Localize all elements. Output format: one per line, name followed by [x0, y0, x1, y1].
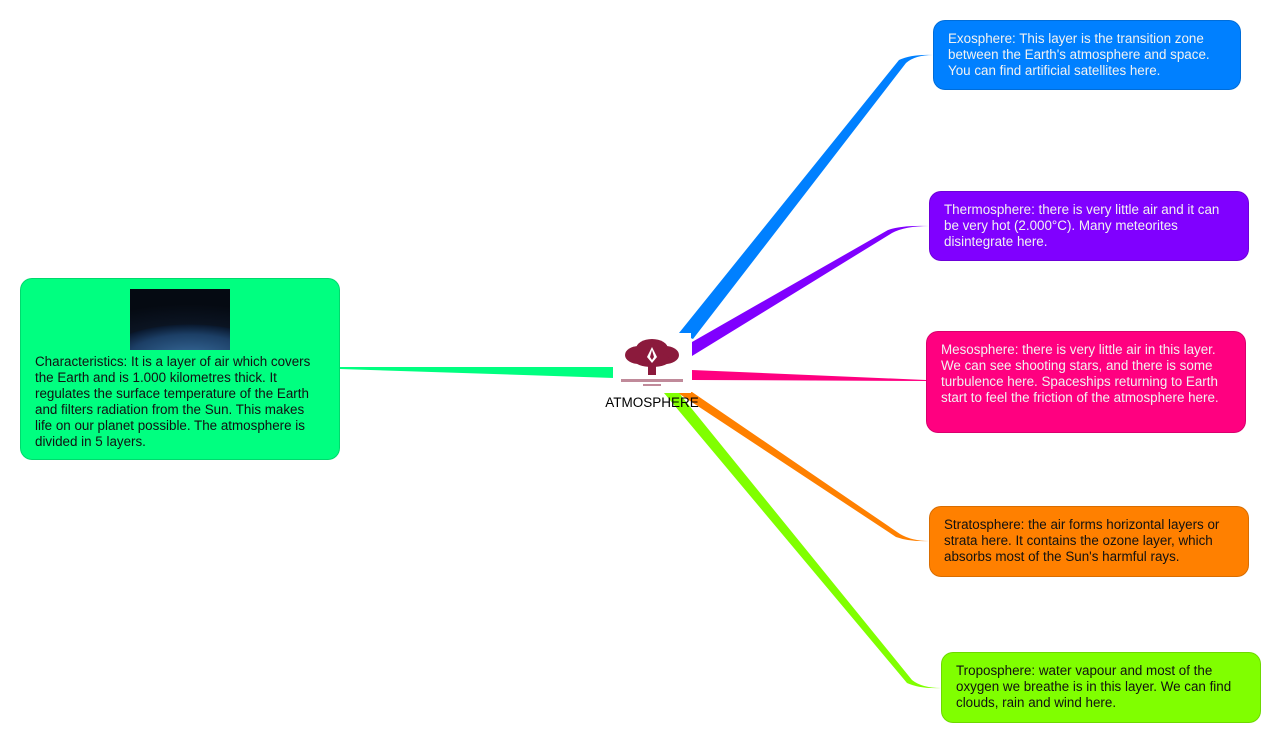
- node-exosphere-text: Exosphere: This layer is the transition …: [948, 31, 1210, 78]
- node-thermosphere-text: Thermosphere: there is very little air a…: [944, 202, 1220, 249]
- node-characteristics-text: Characteristics: It is a layer of air wh…: [35, 354, 311, 449]
- branch-mesosphere: [692, 370, 926, 381]
- node-stratosphere-text: Stratosphere: the air forms horizontal l…: [944, 517, 1220, 564]
- node-thermosphere[interactable]: Thermosphere: there is very little air a…: [929, 191, 1249, 261]
- branch-exosphere: [679, 54, 933, 339]
- branch-troposphere: [664, 393, 941, 689]
- tree-logo-icon: [621, 339, 683, 386]
- node-characteristics[interactable]: Characteristics: It is a layer of air wh…: [20, 278, 340, 460]
- branch-stratosphere: [678, 392, 929, 542]
- node-mesosphere-text: Mesosphere: there is very little air in …: [941, 342, 1219, 405]
- node-troposphere-text: Troposphere: water vapour and most of th…: [956, 663, 1232, 710]
- branch-characteristics: [340, 367, 614, 378]
- central-topic[interactable]: ATMOSPHERE: [600, 333, 704, 410]
- node-mesosphere[interactable]: Mesosphere: there is very little air in …: [926, 331, 1246, 433]
- node-exosphere[interactable]: Exosphere: This layer is the transition …: [933, 20, 1241, 90]
- school-logo: [613, 333, 691, 393]
- node-troposphere[interactable]: Troposphere: water vapour and most of th…: [941, 652, 1261, 723]
- node-stratosphere[interactable]: Stratosphere: the air forms horizontal l…: [929, 506, 1249, 577]
- central-topic-label: ATMOSPHERE: [605, 395, 699, 410]
- earth-image: [130, 289, 230, 350]
